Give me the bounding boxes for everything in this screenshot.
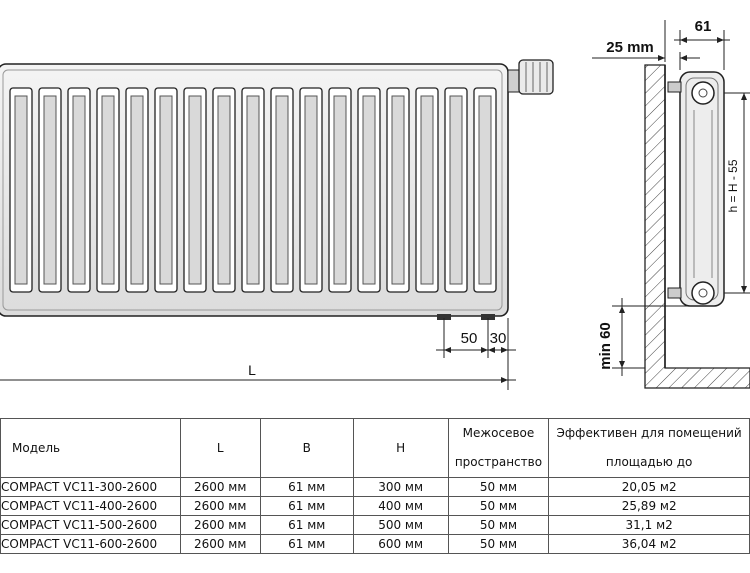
cell-model: COMPACT VC11-600-2600 (0, 534, 181, 554)
cell-spacing: 50 мм (447, 477, 550, 497)
cell-b: 61 мм (259, 515, 354, 535)
header-l: L (179, 418, 261, 478)
header-effective-line1: Эффективен для помещений (556, 426, 742, 440)
header-spacing-line1: Межосевое (462, 426, 535, 440)
radiator-channel-inner (449, 95, 463, 285)
table-header-row: Модель L B H Межосевое пространство Эффе… (0, 418, 750, 478)
cell-b: 61 мм (259, 496, 354, 516)
cell-model: COMPACT VC11-400-2600 (0, 496, 181, 516)
cell-model: COMPACT VC11-300-2600 (0, 477, 181, 497)
radiator-channel-inner (391, 95, 405, 285)
radiator-channel-inner (478, 95, 492, 285)
table-row: COMPACT VC11-500-2600 2600 мм 61 мм 500 … (0, 515, 750, 535)
radiator-drawing: 50 30 L 25 mm (0, 18, 750, 390)
radiator-channel-inner (246, 95, 260, 285)
radiator-channel-inner (333, 95, 347, 285)
cell-b: 61 мм (259, 477, 354, 497)
radiator-channel-inner (14, 95, 28, 285)
width-label: 61 (695, 18, 712, 35)
cell-l: 2600 мм (179, 534, 261, 554)
cell-area: 31,1 м2 (548, 515, 750, 535)
cell-spacing: 50 мм (447, 515, 550, 535)
header-h: H (352, 418, 449, 478)
table-row: COMPACT VC11-400-2600 2600 мм 61 мм 400 … (0, 496, 750, 516)
radiator-channel-inner (72, 95, 86, 285)
cell-area: 20,05 м2 (548, 477, 750, 497)
cell-spacing: 50 мм (447, 534, 550, 554)
outlet-edge-label: 30 (490, 330, 507, 347)
cell-h: 500 мм (352, 515, 449, 535)
spec-table: Модель L B H Межосевое пространство Эффе… (0, 418, 750, 554)
radiator-channel-inner (304, 95, 318, 285)
radiator-channel-inner (101, 95, 115, 285)
cell-h: 600 мм (352, 534, 449, 554)
radiator-front-view: 50 30 L (0, 59, 554, 390)
min-floor-label: min 60 (597, 322, 614, 370)
header-model: Модель (0, 418, 181, 478)
cell-h: 400 мм (352, 496, 449, 516)
radiator-side-profile (667, 71, 725, 307)
cell-l: 2600 мм (179, 496, 261, 516)
radiator-channel-inner (188, 95, 202, 285)
cell-b: 61 мм (259, 534, 354, 554)
radiator-side-view: 25 mm 61 h = H - 55 min 60 (592, 18, 750, 389)
cell-spacing: 50 мм (447, 496, 550, 516)
depth-label: 25 mm (606, 39, 654, 56)
cell-area: 25,89 м2 (548, 496, 750, 516)
radiator-channel-inner (362, 95, 376, 285)
length-label: L (248, 362, 256, 378)
radiator-channel-inner (159, 95, 173, 285)
radiator-channel-inner (420, 95, 434, 285)
radiator-channel-inner (43, 95, 57, 285)
bottom-connection-left (437, 314, 451, 320)
cell-model: COMPACT VC11-500-2600 (0, 515, 181, 535)
radiator-channel-inner (275, 95, 289, 285)
radiator-channel-inner (217, 95, 231, 285)
header-spacing: Межосевое пространство (447, 418, 550, 478)
axis-height-label: h = H - 55 (726, 159, 740, 212)
cell-l: 2600 мм (179, 515, 261, 535)
cell-h: 300 мм (352, 477, 449, 497)
radiator-channels (9, 87, 497, 293)
thermostatic-valve (507, 59, 554, 95)
header-b: B (259, 418, 354, 478)
header-effective: Эффективен для помещений площадью до (548, 418, 750, 478)
cell-area: 36,04 м2 (548, 534, 750, 554)
header-effective-line2: площадью до (605, 455, 693, 469)
table-row: COMPACT VC11-300-2600 2600 мм 61 мм 300 … (0, 477, 750, 497)
bottom-connection-right (481, 314, 495, 320)
cell-l: 2600 мм (179, 477, 261, 497)
header-spacing-line2: пространство (454, 455, 543, 469)
table-row: COMPACT VC11-600-2600 2600 мм 61 мм 600 … (0, 534, 750, 554)
outlet-offset-label: 50 (461, 330, 478, 347)
radiator-channel-inner (130, 95, 144, 285)
